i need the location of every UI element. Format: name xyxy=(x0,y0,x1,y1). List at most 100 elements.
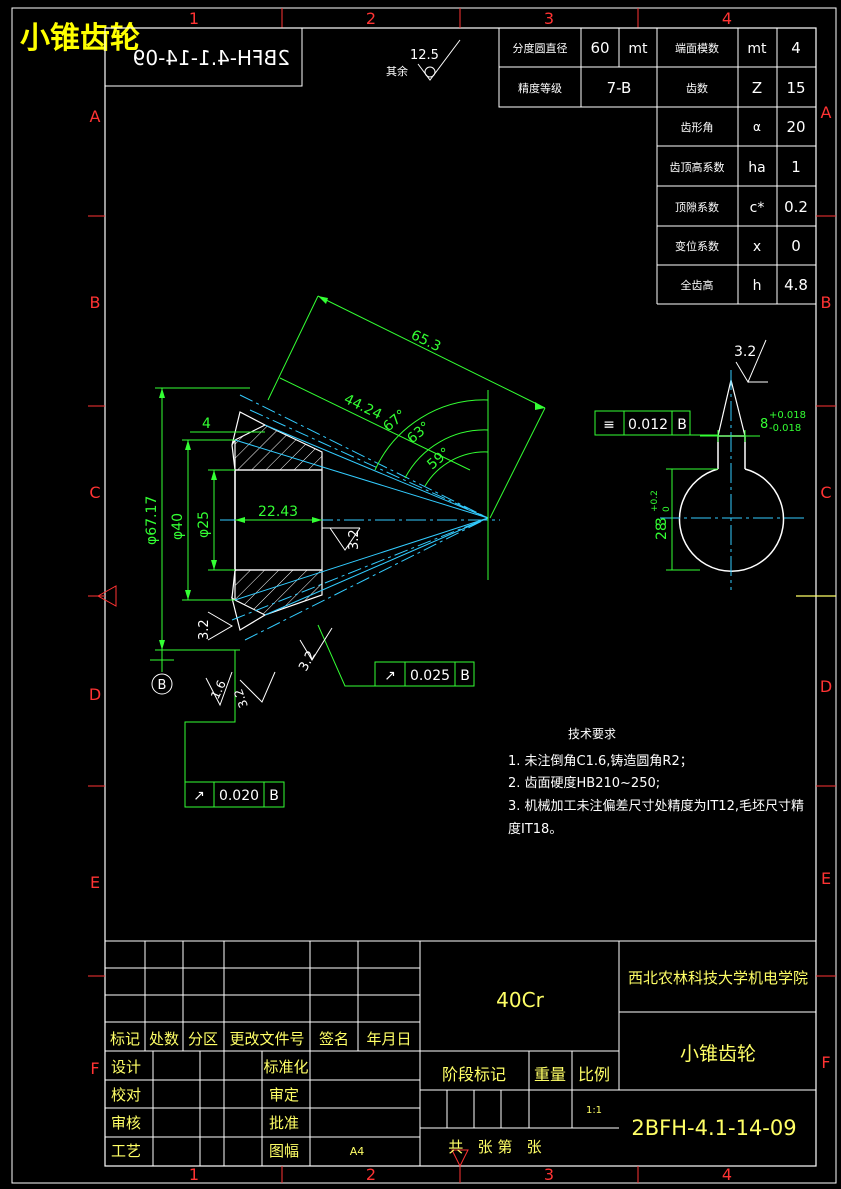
tol-0-020-value: 0.020 xyxy=(219,788,259,804)
tb-rev-count: 处数 xyxy=(149,1030,179,1048)
param-shift-label: 变位系数 xyxy=(675,239,719,253)
surface-roughness-rest: 其余 12.5 xyxy=(386,39,461,81)
param-module-label: 端面模数 xyxy=(675,42,719,55)
key-depth-up: +0.2 xyxy=(650,490,660,512)
tol-0-012-value: 0.012 xyxy=(628,417,668,433)
zone-col-2-bottom: 2 xyxy=(366,1165,376,1184)
zone-labels: 1 2 3 4 1 2 3 4 A B C D E F A B C D E F xyxy=(89,9,832,1184)
tech-requirements: 技术要求 1. 未注倒角C1.6,铸造圆角R2； 2. 齿面硬度HB210~25… xyxy=(508,727,804,837)
tb-rev-zone: 分区 xyxy=(188,1030,218,1048)
dimension-texts: 65.3 44.24 67° 63° 59° 4 φ67.17 φ40 φ25 … xyxy=(144,327,454,545)
zone-row-a-right: A xyxy=(821,103,832,122)
tol-frame-0-025: ↗ 0.025 B xyxy=(374,661,475,687)
key-depth-sub: 3 xyxy=(654,517,670,526)
param-pitch-dia-unit: mt xyxy=(628,41,648,57)
key-depth-main: 28 xyxy=(654,522,670,540)
dim-angle-67: 67° xyxy=(380,407,409,435)
param-depth-value: 4.8 xyxy=(784,276,808,294)
param-clearance-label: 顶隙系数 xyxy=(675,200,719,214)
zone-row-e-right: E xyxy=(821,869,831,888)
tol-0-020-symbol: ↗ xyxy=(193,788,205,804)
roughness-tooth: 3.2 xyxy=(296,649,319,674)
keyway-view: 3.2 8 +0.018 -0.018 28 3 +0.2 0 xyxy=(650,339,806,590)
zone-col-2-top: 2 xyxy=(366,9,376,28)
dim-4: 4 xyxy=(202,416,211,432)
zone-row-b-right: B xyxy=(821,293,832,312)
param-depth-label: 全齿高 xyxy=(681,278,714,292)
tb-approve-2: 批准 xyxy=(269,1114,299,1132)
param-pressure-symbol: α xyxy=(753,120,761,134)
key-width-main: 8 xyxy=(760,417,768,432)
dim-phi25: φ25 xyxy=(196,511,212,538)
dimension-arrows xyxy=(159,296,545,650)
tb-rev-doc: 更改文件号 xyxy=(229,1030,304,1048)
tb-drawing-no: 2BFH-4.1-14-09 xyxy=(631,1116,796,1140)
tol-0-025-symbol: ↗ xyxy=(384,668,396,684)
zone-row-c-right: C xyxy=(820,483,831,502)
roughness-back: 3.2 xyxy=(197,619,212,640)
tb-design: 设计 xyxy=(111,1058,141,1076)
param-pitch-dia-label: 分度圆直径 xyxy=(513,41,568,55)
param-depth-symbol: h xyxy=(753,278,762,294)
zone-row-a-left: A xyxy=(90,107,101,126)
param-shift-value: 0 xyxy=(791,237,801,255)
code-box xyxy=(104,27,303,87)
tb-format: 图幅 xyxy=(269,1142,299,1160)
tol-0-012-symbol: ≡ xyxy=(603,417,615,433)
param-accuracy-label: 精度等级 xyxy=(518,81,562,95)
zone-ticks xyxy=(88,8,836,1183)
zone-row-e-left: E xyxy=(90,873,100,892)
tb-sheets: 共 张 第 张 xyxy=(448,1138,541,1156)
param-accuracy-value: 7-B xyxy=(607,79,632,97)
roughness-bore: 3.2 xyxy=(347,529,362,550)
dim-angle-63: 63° xyxy=(404,419,433,447)
param-table-text: 分度圆直径 60 mt 端面模数 mt 4 精度等级 7-B 齿数 Z 15 齿… xyxy=(513,39,808,294)
zone-row-f-left: F xyxy=(90,1059,99,1078)
title-block-grid xyxy=(105,940,816,1166)
roughness-1-6: 1.6 xyxy=(208,678,229,701)
rest-label: 其余 xyxy=(386,64,408,78)
tb-stage: 阶段标记 xyxy=(442,1065,506,1084)
tb-process: 工艺 xyxy=(111,1142,141,1160)
zone-col-4-top: 4 xyxy=(722,9,732,28)
param-clearance-symbol: c* xyxy=(750,200,765,216)
param-table xyxy=(498,27,817,305)
tb-school: 西北农林科技大学机电学院 xyxy=(628,969,808,987)
tb-check: 校对 xyxy=(111,1086,141,1104)
tb-scale: 1:1 xyxy=(586,1105,602,1116)
center-mark-left xyxy=(96,585,117,607)
zone-row-f-right: F xyxy=(821,1053,830,1072)
param-clearance-value: 0.2 xyxy=(784,198,808,216)
tol-frame-0-012: ≡ 0.012 B xyxy=(594,410,718,436)
zone-col-1-bottom: 1 xyxy=(189,1165,199,1184)
tech-line-1: 1. 未注倒角C1.6,铸造圆角R2； xyxy=(508,753,693,769)
param-teeth-value: 15 xyxy=(786,79,805,97)
tb-paper: A4 xyxy=(350,1145,365,1158)
tech-line-2: 2. 齿面硬度HB210~250; xyxy=(508,775,660,791)
datum-b-label: B xyxy=(158,678,167,693)
zone-col-4-bottom: 4 xyxy=(722,1165,732,1184)
tb-rev-sign: 签名 xyxy=(319,1030,349,1048)
tol-frame-0-020: ↗ 0.020 B xyxy=(184,781,285,808)
tech-line-3: 3. 机械加工未注偏差尺寸处精度为IT12,毛坯尺寸精 xyxy=(508,798,804,814)
tol-0-020-datum: B xyxy=(269,788,279,804)
param-addendum-value: 1 xyxy=(791,158,801,176)
title-block-text: 40Cr 西北农林科技大学机电学院 小锥齿轮 2BFH-4.1-14-09 标记… xyxy=(110,969,808,1160)
zone-row-d-right: D xyxy=(820,677,832,696)
param-pressure-value: 20 xyxy=(786,118,805,136)
overlay-title: 小锥齿轮 xyxy=(20,21,140,56)
tb-material: 40Cr xyxy=(496,988,544,1012)
dim-phi40: φ40 xyxy=(170,513,186,540)
tb-review: 审核 xyxy=(111,1114,141,1132)
param-addendum-label: 齿顶高系数 xyxy=(670,160,725,174)
tb-standard: 标准化 xyxy=(263,1058,308,1076)
param-module-value: 4 xyxy=(791,39,801,57)
zone-row-d-left: D xyxy=(89,685,101,704)
tb-weight: 重量 xyxy=(534,1065,566,1084)
roughness-symbols: 3.2 3.2 3.2 1.6 3.2 B xyxy=(151,527,362,710)
tb-rev-mark: 标记 xyxy=(110,1030,140,1048)
roughness-cone: 3.2 xyxy=(231,687,251,710)
dim-65-3: 65.3 xyxy=(408,327,443,355)
zone-col-3-bottom: 3 xyxy=(544,1165,554,1184)
zone-col-1-top: 1 xyxy=(189,9,199,28)
